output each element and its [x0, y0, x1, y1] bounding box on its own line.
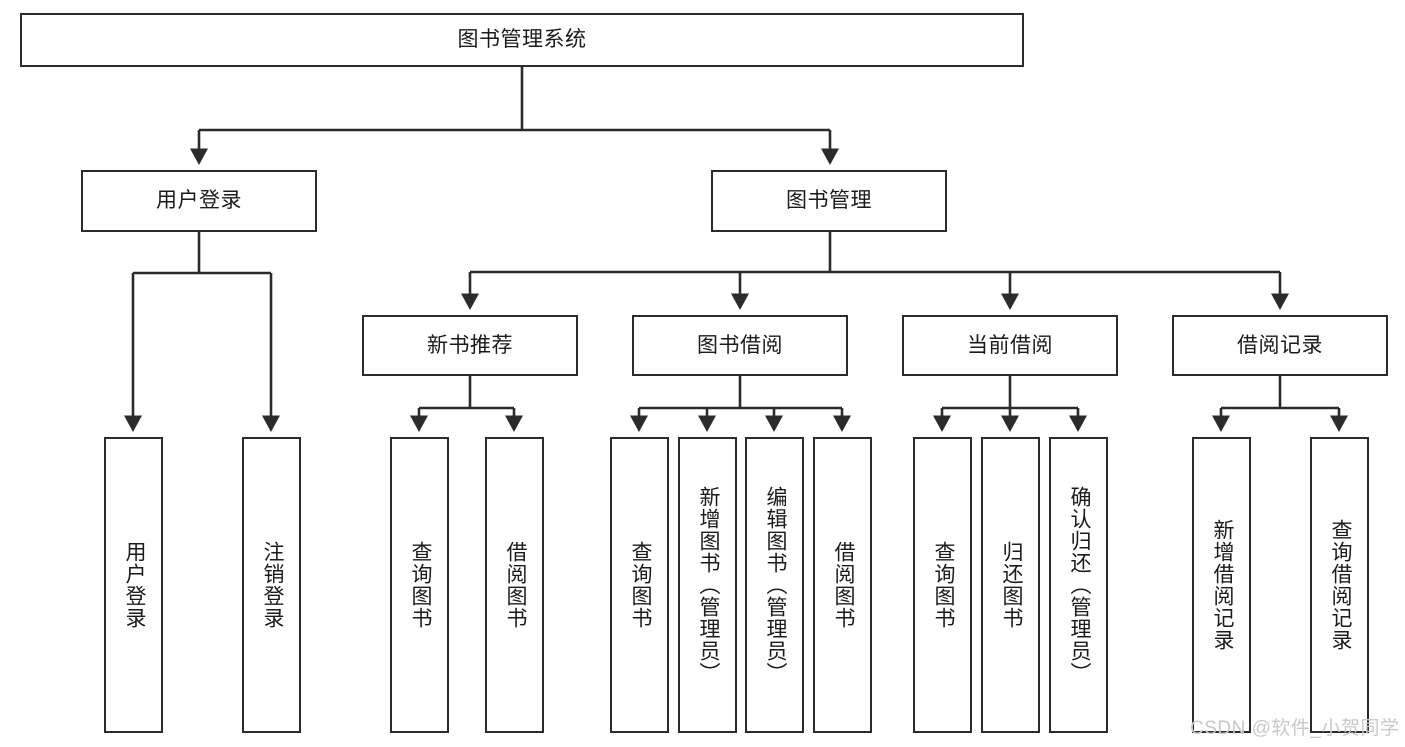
leaf-label: 编辑图书（管理员） [763, 486, 787, 684]
node-user-login[interactable]: 用户登录 [81, 170, 317, 232]
leaf-label: 借阅图书 [831, 541, 855, 629]
leaf-borrow-query-book[interactable]: 查询图书 [610, 437, 669, 733]
leaf-record-add-record[interactable]: 新增借阅记录 [1192, 437, 1251, 733]
leaf-recommend-borrow-book[interactable]: 借阅图书 [485, 437, 544, 733]
leaf-record-query-record[interactable]: 查询借阅记录 [1310, 437, 1369, 733]
leaf-label: 归还图书 [999, 541, 1023, 629]
leaf-recommend-query-book[interactable]: 查询图书 [390, 437, 449, 733]
leaf-label: 新增图书（管理员） [696, 486, 720, 684]
leaf-current-query-book[interactable]: 查询图书 [913, 437, 972, 733]
node-current-borrow-label: 当前借阅 [967, 333, 1053, 357]
node-borrow-record-label: 借阅记录 [1237, 333, 1323, 357]
leaf-label: 新增借阅记录 [1210, 519, 1234, 651]
leaf-label: 查询借阅记录 [1328, 519, 1352, 651]
leaf-label: 确认归还（管理员） [1067, 486, 1091, 684]
node-new-book-recommend[interactable]: 新书推荐 [362, 315, 578, 376]
leaf-label: 查询图书 [931, 541, 955, 629]
leaf-borrow-add-book-admin[interactable]: 新增图书（管理员） [678, 437, 737, 733]
node-book-borrow[interactable]: 图书借阅 [632, 315, 848, 376]
leaf-current-return-book[interactable]: 归还图书 [981, 437, 1040, 733]
watermark-csdn: CSDN @软件_小贺同学 [1190, 718, 1400, 739]
leaf-user-login-login[interactable]: 用户登录 [104, 437, 163, 733]
leaf-label: 借阅图书 [503, 541, 527, 629]
leaf-label: 用户登录 [122, 541, 146, 629]
node-book-management[interactable]: 图书管理 [711, 170, 947, 232]
node-current-borrow[interactable]: 当前借阅 [902, 315, 1118, 376]
node-root[interactable]: 图书管理系统 [20, 13, 1024, 67]
leaf-current-confirm-return-admin[interactable]: 确认归还（管理员） [1049, 437, 1108, 733]
node-borrow-record[interactable]: 借阅记录 [1172, 315, 1388, 376]
node-root-label: 图书管理系统 [457, 28, 587, 52]
leaf-borrow-edit-book-admin[interactable]: 编辑图书（管理员） [745, 437, 804, 733]
leaf-borrow-borrow-book[interactable]: 借阅图书 [813, 437, 872, 733]
leaf-label: 注销登录 [260, 541, 284, 629]
leaf-user-login-logout[interactable]: 注销登录 [242, 437, 301, 733]
node-book-management-label: 图书管理 [786, 189, 872, 213]
node-new-book-recommend-label: 新书推荐 [427, 333, 513, 357]
node-user-login-label: 用户登录 [156, 189, 242, 213]
leaf-label: 查询图书 [628, 541, 652, 629]
leaf-label: 查询图书 [408, 541, 432, 629]
node-book-borrow-label: 图书借阅 [697, 333, 783, 357]
